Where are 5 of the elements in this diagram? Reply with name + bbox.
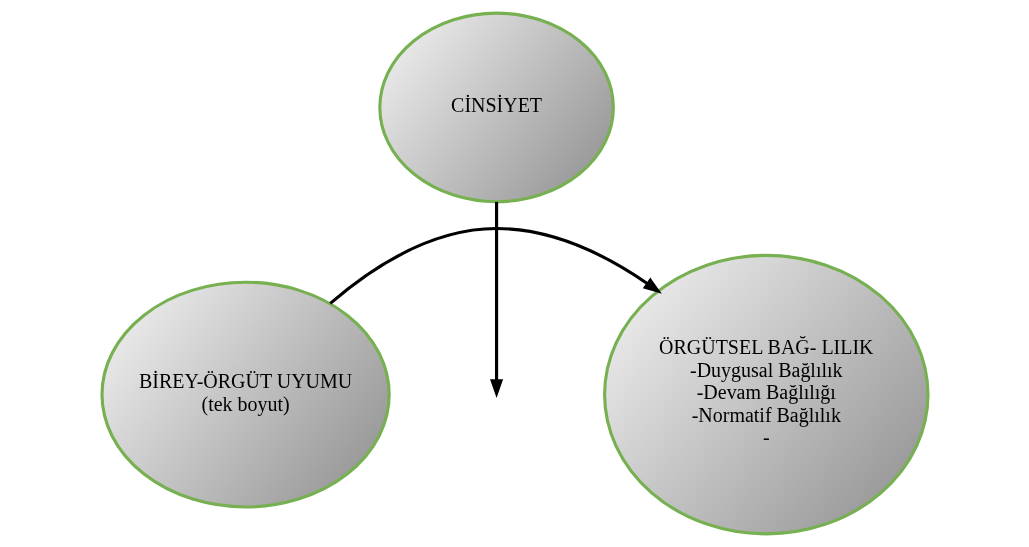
node-ellipse: CİNSİYET (377, 11, 615, 204)
arrow (489, 201, 503, 399)
node-ellipse: ÖRGÜTSEL BAĞ- LILIK -Duygusal Bağlılık -Devam Bağlılığı -Normatif Bağlılık - (602, 253, 930, 536)
node-ellipse: BİREY-ÖRGÜT UYUMU (tek boyut) (99, 280, 391, 509)
arrow (328, 227, 662, 305)
